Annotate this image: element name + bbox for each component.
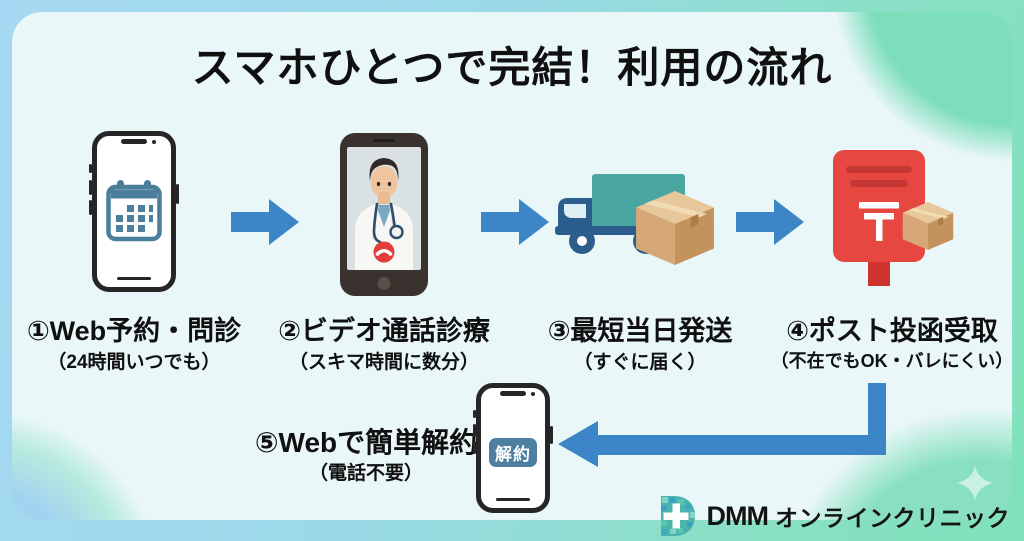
doctor-video-screen	[347, 147, 421, 270]
phone-side-button	[176, 184, 179, 204]
phone-side-button	[89, 180, 92, 195]
arrow-right-icon	[736, 199, 804, 245]
step-3-label: ③最短当日発送	[547, 316, 733, 346]
smartphone-videocall-frame	[340, 133, 428, 296]
phone-home-indicator	[117, 277, 151, 280]
phone-home-indicator	[496, 498, 530, 501]
arrow-right-icon	[481, 199, 549, 245]
postbox-icon	[833, 150, 925, 286]
step-5-sublabel: （電話不要）	[308, 463, 423, 484]
elbow-arrow-icon	[558, 383, 886, 467]
dmm-logo-text: DMM	[706, 500, 769, 531]
phone-side-button	[473, 441, 476, 454]
step-2-sublabel: （スキマ時間に数分）	[288, 352, 479, 373]
smartphone-calendar-frame	[89, 131, 179, 292]
dmm-online-clinic-logo: DMM オンラインクリニック	[656, 493, 1010, 539]
package-icon	[636, 191, 714, 265]
phone-notch	[500, 391, 526, 396]
phone-side-button	[89, 164, 92, 173]
step-2-label: ②ビデオ通話診療	[278, 316, 490, 346]
sparkle-icon	[957, 465, 993, 501]
step-3-sublabel: （すぐに届く）	[573, 352, 707, 373]
dmm-logo-icon	[660, 496, 695, 536]
step-5-label: ⑤Webで簡単解約	[254, 427, 478, 458]
phone-camera-dot	[531, 392, 535, 396]
hangup-call-icon	[373, 241, 395, 263]
phone-notch	[121, 139, 147, 144]
phone-side-button	[89, 200, 92, 215]
step-1-sublabel: （24時間いつでも）	[47, 352, 221, 373]
step-4-sublabel: （不在でもOK・バレにくい）	[770, 351, 1014, 371]
smartphone-cancel-frame: 解約	[473, 383, 553, 513]
phone-home-button	[377, 277, 391, 290]
step-4-label: ④ポスト投函受取	[786, 316, 998, 346]
page-title: スマホひとつで完結！利用の流れ	[191, 44, 833, 91]
calendar-icon	[106, 180, 162, 247]
service-name-text: オンラインクリニック	[775, 505, 1010, 531]
step-1-label: ①Web予約・問診	[26, 316, 242, 346]
cancel-button: 解約	[489, 438, 537, 467]
phone-speaker	[373, 139, 395, 142]
phone-side-button	[550, 426, 553, 444]
postal-mark	[859, 202, 899, 241]
arrow-right-icon	[231, 199, 299, 245]
phone-side-button	[473, 424, 476, 437]
phone-camera-dot	[152, 140, 156, 144]
phone-side-button	[473, 410, 476, 418]
small-package-icon	[902, 202, 954, 250]
